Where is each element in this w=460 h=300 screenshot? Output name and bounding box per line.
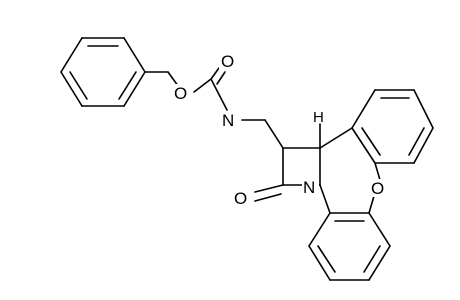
oxazepine-bridge bbox=[319, 162, 381, 214]
carbamate-chain bbox=[144, 67, 284, 149]
bond bbox=[60, 71, 83, 107]
bond bbox=[123, 71, 146, 107]
bond bbox=[413, 89, 434, 129]
bond bbox=[308, 245, 331, 281]
benzyl-ring bbox=[60, 37, 146, 107]
bond bbox=[210, 67, 220, 80]
bond bbox=[351, 127, 376, 164]
bond bbox=[210, 78, 228, 111]
bond bbox=[308, 212, 331, 247]
bond-inner bbox=[118, 71, 137, 100]
bond bbox=[319, 184, 331, 214]
bond-inner bbox=[317, 245, 336, 273]
atom-o-lactam: O bbox=[234, 189, 247, 208]
bond bbox=[351, 89, 376, 129]
bond bbox=[254, 193, 282, 202]
bond bbox=[374, 162, 381, 181]
bond bbox=[319, 127, 353, 149]
lactam-ring bbox=[254, 123, 321, 202]
bond-inner bbox=[408, 127, 425, 156]
atom-n-carbamate: N bbox=[222, 111, 234, 130]
bond bbox=[193, 78, 212, 93]
atom-o-ether: O bbox=[371, 179, 384, 198]
bond bbox=[368, 245, 391, 281]
bond bbox=[216, 71, 226, 85]
bond bbox=[60, 37, 83, 73]
bond-inner bbox=[361, 127, 381, 156]
bond-inner bbox=[69, 71, 88, 100]
bond bbox=[368, 212, 391, 247]
bond bbox=[264, 119, 284, 149]
bond bbox=[254, 184, 284, 193]
bond-inner bbox=[363, 245, 381, 273]
atom-labels: O O N H O N O bbox=[172, 52, 385, 208]
atom-n-lactam: N bbox=[303, 178, 315, 197]
upper-benzo-ring bbox=[319, 89, 434, 164]
bond bbox=[123, 37, 146, 73]
lower-benzo-ring bbox=[308, 212, 391, 281]
bond bbox=[413, 127, 434, 164]
atom-h-stereo: H bbox=[313, 109, 324, 126]
atom-o-carbonyl-carbamate: O bbox=[221, 52, 234, 71]
bond bbox=[368, 195, 375, 214]
atom-o-ester: O bbox=[174, 84, 187, 103]
